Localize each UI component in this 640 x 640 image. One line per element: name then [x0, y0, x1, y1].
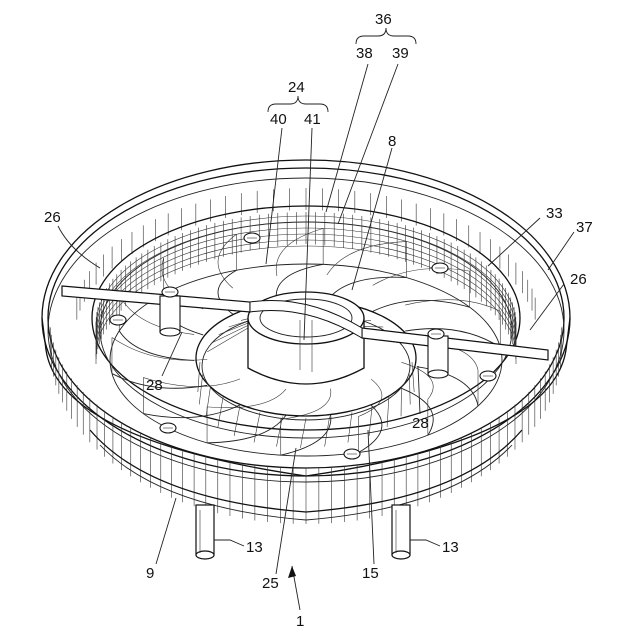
- vane-line: [276, 417, 282, 447]
- vane-line: [234, 406, 240, 436]
- label-9: 9: [146, 565, 154, 582]
- vane-line: [199, 374, 202, 404]
- label-8: 8: [388, 133, 396, 150]
- blade-edge: [358, 405, 382, 452]
- label-39: 39: [392, 45, 409, 62]
- blade-edge: [218, 234, 237, 288]
- label-1: 1: [296, 613, 304, 630]
- label-37: 37: [576, 219, 593, 236]
- blade-edge: [327, 242, 406, 275]
- blade-edge: [119, 331, 194, 361]
- vane-line: [300, 418, 306, 448]
- vane-line: [409, 374, 410, 404]
- vane-line: [325, 417, 330, 447]
- label-33: 33: [546, 205, 563, 222]
- blade-edge: [207, 389, 286, 408]
- label-41: 41: [304, 111, 321, 128]
- label-36: 36: [375, 11, 392, 28]
- vane-line: [362, 326, 383, 327]
- label-40: 40: [270, 111, 287, 128]
- label-38: 38: [356, 45, 373, 62]
- label-15: 15: [362, 565, 379, 582]
- blade-edge: [112, 338, 207, 361]
- blade-edge: [358, 379, 382, 416]
- mounting-pin-right: [392, 505, 410, 559]
- blade-edge: [143, 405, 240, 418]
- post-left: [160, 296, 180, 336]
- post-right: [428, 336, 448, 378]
- label-26-left: 26: [44, 209, 61, 226]
- vane-line: [387, 397, 389, 427]
- label-25: 25: [262, 575, 279, 592]
- label-28-left: 28: [146, 377, 163, 394]
- label-13-right: 13: [442, 539, 459, 556]
- label-24: 24: [288, 79, 305, 96]
- label-13-left: 13: [246, 539, 263, 556]
- mounting-pin-left: [196, 505, 214, 559]
- blade-edge: [281, 389, 331, 420]
- vane-line: [198, 362, 200, 392]
- label-26-right: 26: [570, 271, 587, 288]
- blade-edge: [276, 228, 323, 276]
- vane-line: [206, 386, 210, 416]
- label-28-right: 28: [412, 415, 429, 432]
